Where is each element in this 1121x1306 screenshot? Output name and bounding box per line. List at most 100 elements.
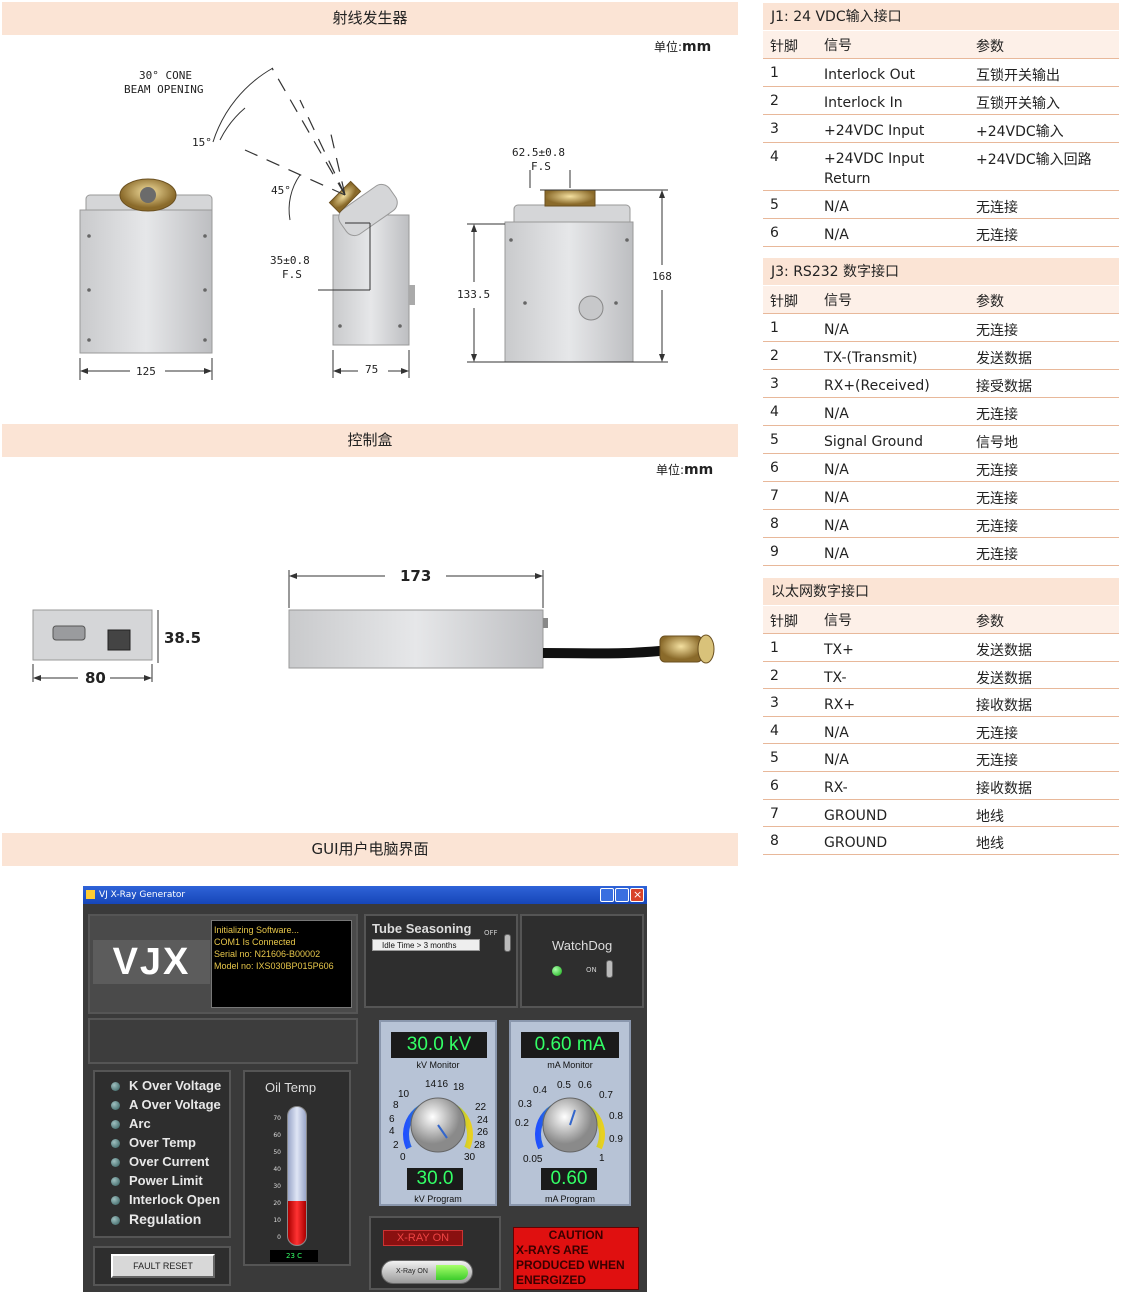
ma-scale-tick: 0.5: [557, 1080, 571, 1091]
idle-time-text: Idle Time > 3 months: [382, 941, 457, 950]
control-box-drawing: [32, 570, 715, 682]
caution-line: ENERGIZED: [516, 1273, 587, 1287]
alarm-over-current: Over Current: [111, 1154, 221, 1173]
width-125-label: 125: [136, 365, 156, 378]
ma-scale-tick: 0.3: [518, 1099, 532, 1110]
kv-scale-tick: 24: [477, 1115, 489, 1126]
pin-parameter: 接收数据: [976, 780, 1032, 797]
logo-status-panel: VJX Initializing Software... COM1 Is Con…: [88, 914, 358, 1014]
status-line: COM1 Is Connected: [214, 937, 296, 947]
ma-scale-tick: 0.8: [609, 1111, 623, 1122]
oil-tick: 60: [273, 1132, 281, 1139]
pin-signal: TX-(Transmit): [824, 350, 918, 366]
pin-table-header: 针脚信号参数: [763, 31, 1119, 59]
ma-monitor-display: 0.60 mA: [521, 1032, 619, 1058]
pin-signal: +24VDC Input: [824, 123, 925, 139]
tube-seasoning-toggle[interactable]: [504, 934, 511, 952]
ma-scale-tick: 0.9: [609, 1134, 623, 1145]
app-icon: [86, 890, 95, 899]
alarm-led: [111, 1101, 120, 1111]
control-box-side-view: [288, 570, 715, 669]
column-header: 信号: [824, 293, 852, 309]
fault-reset-button[interactable]: FAULT RESET: [111, 1254, 215, 1278]
pin-number: 8: [770, 833, 779, 850]
caution-line: CAUTION: [548, 1228, 604, 1242]
oil-temp-label: Oil Temp: [265, 1080, 317, 1095]
minimize-button[interactable]: [600, 888, 614, 902]
ma-program-display[interactable]: 0.60: [541, 1168, 597, 1190]
pin-signal: RX+(Received): [824, 378, 930, 394]
ma-dial: 0.05 0.2 0.3 0.4 0.5 0.6 0.7 0.8 0.9 1: [515, 1080, 623, 1165]
pin-number: 5: [770, 750, 779, 767]
caution-sign: CAUTION X-RAYS ARE PRODUCED WHEN ENERGIZ…: [513, 1227, 639, 1290]
oil-temp-panel: Oil Temp 70 60 50 40 30 20 10 0 23 C: [243, 1070, 351, 1266]
oil-tick: 30: [273, 1183, 281, 1190]
kv-scale-tick: 8: [393, 1100, 399, 1111]
gui-window-title: VJ X-Ray Generator: [99, 890, 186, 900]
pin-parameter: 无连接: [976, 463, 1018, 479]
close-button[interactable]: ×: [630, 888, 644, 902]
pin-parameter: 接收数据: [976, 698, 1032, 715]
kv-monitor-label: kV Monitor: [416, 1060, 460, 1070]
pin-parameter: 无连接: [976, 200, 1018, 216]
pin-parameter: 无连接: [976, 519, 1018, 535]
pin-table-header: 针脚 信号 参数: [763, 286, 1119, 314]
watchdog-led: [552, 966, 562, 976]
xray-on-indicator: X-RAY ON: [383, 1230, 463, 1246]
kv-scale-tick: 28: [474, 1140, 486, 1151]
alarm-led: [111, 1158, 120, 1168]
pin-parameter: 发送数据: [976, 351, 1032, 367]
cone-label-line1: 30° CONE: [139, 69, 192, 82]
watchdog-panel: WatchDog ON: [520, 914, 644, 1008]
generator-front-view: [79, 178, 213, 380]
column-header: 参数: [976, 294, 1004, 310]
oil-tick: 50: [273, 1149, 281, 1156]
xray-on-arrow-icon: [436, 1265, 468, 1280]
alarm-led: [111, 1177, 120, 1187]
width-80-label: 80: [85, 669, 106, 687]
pin-parameter: 互锁开关输出: [976, 68, 1060, 84]
pin-parameter: 无连接: [976, 491, 1018, 507]
column-header: 参数: [976, 614, 1004, 630]
alarm-regulation: Regulation: [111, 1211, 221, 1230]
oil-tick: 70: [273, 1115, 281, 1122]
pin-parameter: 发送数据: [976, 643, 1032, 659]
column-header: 针脚: [770, 294, 798, 310]
kv-monitor-display: 30.0 kV: [391, 1032, 487, 1058]
xray-on-switch-label: X-Ray ON: [396, 1268, 428, 1275]
angle-15-label: 15°: [192, 136, 212, 149]
kv-scale-tick: 30: [464, 1152, 476, 1163]
watchdog-toggle[interactable]: [606, 960, 613, 978]
ma-program-label: mA Program: [544, 1194, 595, 1204]
pin-signal: N/A: [824, 199, 849, 215]
kv-program-display[interactable]: 30.0: [407, 1168, 463, 1190]
focal-spot-dim-value: 35±0.8: [270, 254, 310, 267]
oil-tick: 10: [273, 1217, 281, 1224]
pin-parameter: 地线: [976, 808, 1004, 825]
alarm-led: [111, 1196, 120, 1206]
pin-signal: N/A: [824, 518, 849, 534]
column-header: 针脚: [770, 614, 798, 630]
pin-number: 3: [770, 376, 779, 392]
pin-parameter: +24VDC输入回路: [976, 152, 1092, 168]
maximize-button[interactable]: [615, 888, 629, 902]
section-header-generator: 射线发生器: [2, 2, 738, 35]
ma-scale-tick: 0.6: [578, 1080, 592, 1091]
alarm-panel: K Over Voltage A Over Voltage Arc Over T…: [93, 1070, 231, 1238]
pin-number: 7: [770, 805, 779, 822]
xray-on-switch[interactable]: X-Ray ON: [381, 1260, 473, 1284]
width-75-label: 75: [365, 363, 379, 376]
pin-signal: RX+: [824, 697, 856, 714]
pin-number: 3: [770, 695, 779, 712]
